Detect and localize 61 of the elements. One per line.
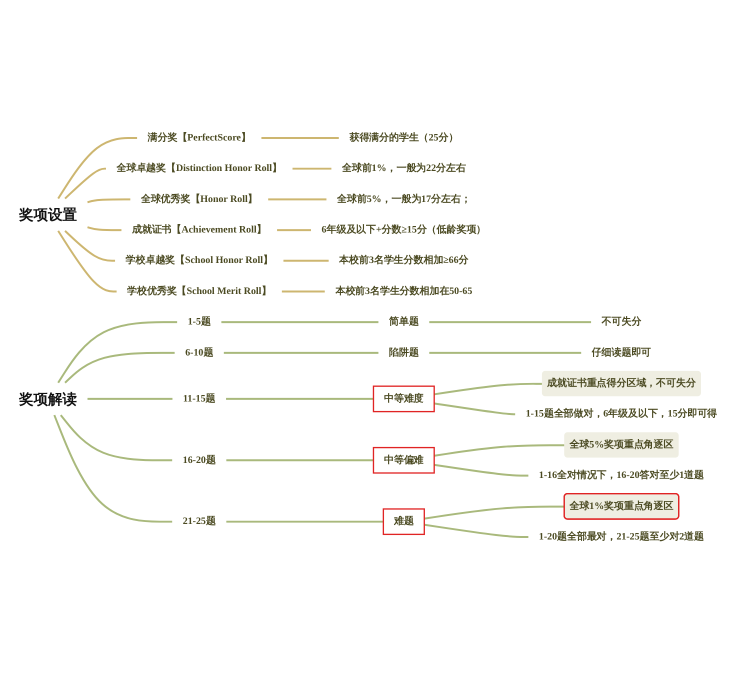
node-text: 6年级及以下+分数≥15分（低龄奖项） [322,225,486,236]
connector [226,460,374,462]
connector [277,230,311,232]
connector [268,198,326,201]
node-text: 全球卓越奖【Distinction Honor Roll】 [116,164,282,174]
node-text: 仔细读题即可 [592,348,652,358]
connector [57,137,138,200]
connector [64,168,106,200]
node-text: 全球优秀奖【Honor Roll】 [140,194,258,205]
connector [221,322,378,324]
node-box: 中等偏难 [372,447,435,474]
connector [57,230,117,293]
connector [434,402,516,416]
connector [434,464,528,478]
node-text: 成就证书【Achievement Roll】 [132,225,266,236]
node-text: 本校前3名学生分数相加≥66分 [339,256,468,266]
node-text: 1-5题 [188,317,211,328]
connector [434,444,564,458]
connector [226,398,374,400]
node-text: 6-10题 [185,348,214,358]
node-box: 全球5%奖项重点角逐区 [564,432,679,458]
node-text: 获得满分的学生（25分） [349,133,458,144]
connector [429,352,582,354]
node-text: 陷阱题 [388,348,419,358]
connector [64,352,175,384]
node-text: 简单题 [388,317,419,328]
connector [282,290,325,293]
node-text: 学校卓越奖【School Honor Roll】 [126,256,273,266]
node-text: 奖项设置 [18,206,77,224]
connector [226,521,384,524]
connector [88,398,172,400]
connector [283,260,329,262]
node-text: 11-15题 [183,394,216,404]
connector [224,352,378,354]
node-text: 奖项解读 [18,391,77,408]
connector [87,198,130,204]
node-text: 全球前5%，一般为17分左右； [337,194,471,205]
connector [429,322,592,324]
node-box: 中等难度 [372,386,435,413]
node-text: 1-15题全部做对，6年级及以下，15分即可得 [526,409,718,420]
node-text: 16-20题 [182,455,216,466]
connector [57,322,178,384]
connector [87,226,122,232]
connector [424,506,564,520]
node-box: 成就证书重点得分区域，不可失分 [542,371,701,397]
node-text: 不可失分 [602,317,642,328]
node-text: 本校前3名学生分数相加在50-65 [335,286,472,298]
node-text: 全球前1%，一般为22分左右 [342,164,466,174]
connector [53,415,172,524]
connector [434,383,542,396]
connector [424,524,528,538]
node-text: 21-25题 [182,516,216,528]
connector [292,168,332,170]
connector [64,230,116,262]
node-text: 学校优秀奖【School Merit Roll】 [127,286,272,298]
node-text: 1-20题全部最对，21-25题至少对2道题 [538,532,704,543]
node-text: 满分奖【PerfectScore】 [148,133,251,144]
connector [261,137,339,140]
connector [60,414,172,462]
node-box: 难题 [382,508,425,536]
node-text: 1-16全对情况下，16-20答对至少1道题 [538,470,704,482]
